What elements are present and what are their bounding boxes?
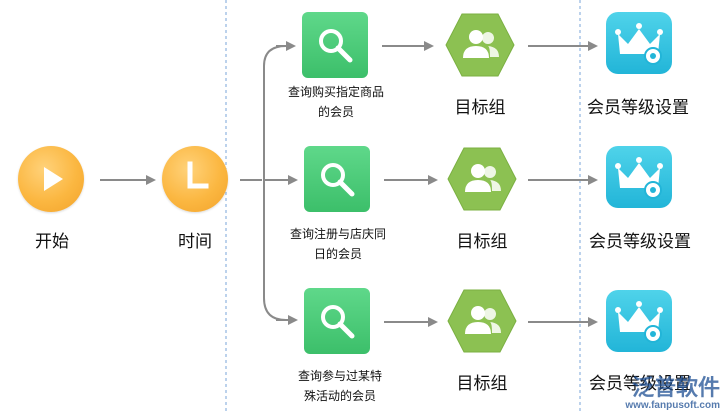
time-label: 时间 [178, 232, 212, 251]
clock-icon [187, 161, 209, 189]
query-label-1: 查询购买指定商品 的会员 [276, 82, 396, 122]
query-label-1-line2: 的会员 [317, 105, 354, 119]
query-label-3-line1: 查询参与过某特 [297, 369, 382, 383]
users-icon [463, 30, 499, 58]
query-node-3 [304, 288, 370, 354]
group-node-1 [445, 13, 515, 77]
query-label-3: 查询参与过某特 殊活动的会员 [280, 366, 400, 406]
users-icon [465, 306, 501, 334]
branch-bracket [240, 45, 287, 321]
group-label-2: 目标组 [456, 232, 508, 251]
search-icon [321, 163, 355, 197]
start-label: 开始 [35, 232, 69, 251]
search-icon [319, 29, 353, 63]
watermark: 泛普软件 www.fanpusoft.com [625, 376, 720, 412]
query-label-2-line1: 查询注册与店庆同 [289, 227, 386, 241]
query-node-1 [302, 12, 368, 78]
query-node-2 [304, 146, 370, 212]
crown-gear-icon [615, 301, 663, 343]
search-icon [321, 305, 355, 339]
level-label-3: 会员等级设置 [589, 374, 691, 393]
level-node-2 [606, 146, 672, 208]
group-node-2 [447, 147, 517, 211]
query-label-1-line1: 查询购买指定商品 [287, 85, 384, 99]
watermark-url: www.fanpusoft.com [625, 400, 720, 411]
group-label-1: 目标组 [454, 98, 506, 117]
group-node-3 [447, 289, 517, 353]
query-label-2-line2: 日的会员 [313, 247, 362, 261]
start-node [18, 146, 84, 212]
query-label-2: 查询注册与店庆同 日的会员 [278, 224, 398, 264]
level-label-2: 会员等级设置 [589, 232, 691, 251]
level-node-1 [606, 12, 672, 74]
level-label-1: 会员等级设置 [587, 98, 689, 117]
watermark-title: 泛普软件 [631, 375, 720, 400]
query-label-3-line2: 殊活动的会员 [303, 389, 376, 403]
play-icon [44, 167, 63, 191]
time-node [162, 146, 228, 212]
group-label-3: 目标组 [456, 374, 508, 393]
users-icon [465, 164, 501, 192]
crown-gear-icon [615, 157, 663, 199]
level-node-3 [606, 290, 672, 352]
crown-gear-icon [615, 23, 663, 65]
